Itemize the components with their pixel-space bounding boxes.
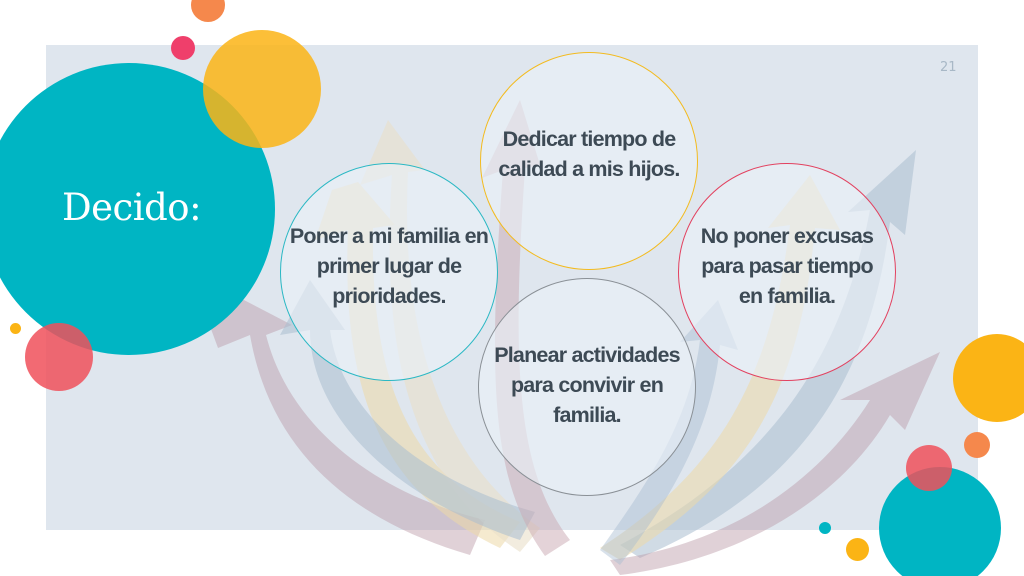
page-number: 21 bbox=[940, 60, 957, 75]
small-orange-dot-right bbox=[964, 432, 990, 458]
circle-planear-actividades: Planear actividades para convivir en fam… bbox=[478, 278, 696, 496]
arrow-mauve-left bbox=[190, 272, 485, 555]
circle-planear-text: Planear actividades para convivir en fam… bbox=[494, 343, 680, 427]
arrow-blue-right bbox=[620, 150, 916, 558]
yellow-circle-right bbox=[953, 334, 1024, 422]
small-orange-dot-top bbox=[191, 0, 225, 22]
circle-excusas-text: No poner excusas para pasar tiempo en fa… bbox=[700, 224, 874, 308]
slide-title: Decido: bbox=[62, 186, 202, 229]
arrow-mauve-right bbox=[610, 352, 940, 575]
coral-circle-bottom-right bbox=[906, 445, 952, 491]
circle-dedicar-tiempo: Dedicar tiempo de calidad a mis hijos. bbox=[480, 52, 698, 270]
tiny-yellow-dot-left bbox=[10, 323, 21, 334]
yellow-circle bbox=[203, 30, 321, 148]
coral-circle-left bbox=[25, 323, 93, 391]
circle-familia-prioridades: Poner a mi familia en primer lugar de pr… bbox=[280, 163, 498, 381]
small-pink-dot-top bbox=[171, 36, 195, 60]
small-yellow-dot-bottom bbox=[846, 538, 869, 561]
circle-familia-text: Poner a mi familia en primer lugar de pr… bbox=[289, 224, 489, 308]
arrow-blue-center bbox=[600, 300, 738, 565]
circle-no-excusas: No poner excusas para pasar tiempo en fa… bbox=[678, 163, 896, 381]
circle-dedicar-text: Dedicar tiempo de calidad a mis hijos. bbox=[498, 127, 680, 181]
tiny-teal-dot-bottom bbox=[819, 522, 831, 534]
